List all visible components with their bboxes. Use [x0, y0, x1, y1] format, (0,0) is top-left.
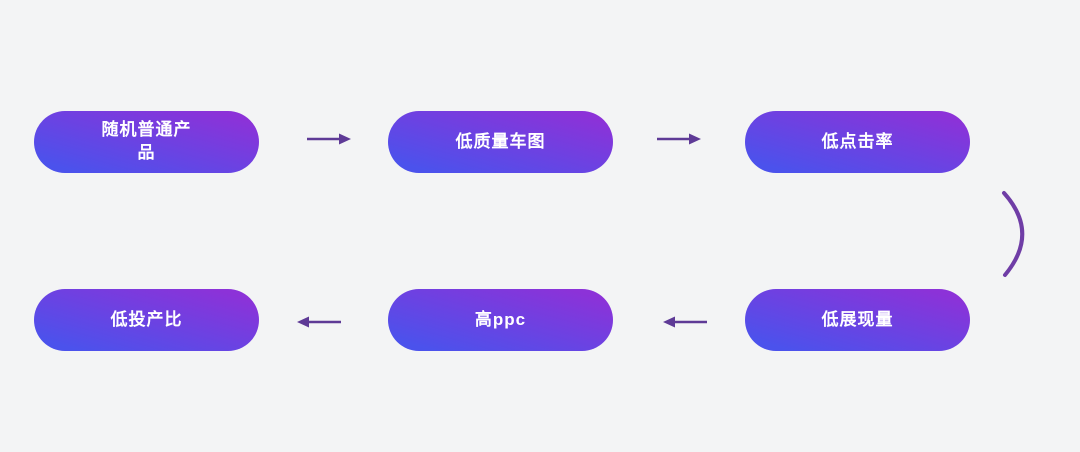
arrow-right-icon [307, 133, 351, 145]
flow-node-label: 低点击率 [821, 131, 894, 151]
flow-node-label: 随机普通产 品 [101, 120, 192, 162]
flow-node-low-click-through-rate: 低点击率 [745, 111, 970, 173]
flow-node-low-impressions: 低展现量 [745, 289, 970, 351]
flow-node-label: 高ppc [474, 309, 527, 329]
flow-node-random-ordinary-product: 随机普通产 品 [34, 111, 259, 173]
flow-node-label: 低质量车图 [455, 131, 546, 151]
flow-node-label: 低投产比 [110, 309, 183, 329]
curved-connector-icon [1002, 191, 1025, 277]
flow-node-low-quality-creative-image: 低质量车图 [388, 111, 613, 173]
flow-node-low-roi: 低投产比 [34, 289, 259, 351]
flow-node-high-ppc: 高ppc [388, 289, 613, 351]
flow-node-label: 低展现量 [821, 309, 894, 329]
arrow-left-icon [663, 316, 707, 328]
arrow-left-icon [297, 316, 341, 328]
arrow-right-icon [657, 133, 701, 145]
